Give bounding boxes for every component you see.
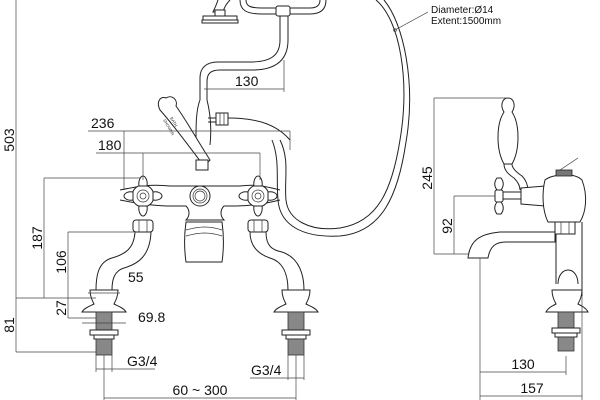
dim-valve-height: 187	[29, 226, 45, 250]
dim-leg-width: 55	[128, 269, 144, 285]
dim-thread-right: G3/4	[251, 362, 282, 378]
dim-spout-reach: 130	[511, 356, 535, 372]
hose-diameter-note: Diameter:Ø14	[431, 5, 494, 16]
side-dimensions: 245 92 130 157	[419, 97, 583, 400]
diverter-handle: SHOWER BATH	[157, 96, 211, 171]
dim-spout-height: 92	[439, 218, 455, 234]
dim-centers-range: 60 ~ 300	[173, 382, 228, 398]
dim-base-height: 27	[53, 300, 69, 316]
mixer-body	[119, 184, 281, 263]
front-view: SHOWER BATH	[1, 0, 501, 400]
dim-overall-height: 503	[1, 128, 17, 152]
svg-text:BATH: BATH	[169, 116, 179, 128]
dim-handle-span: 236	[91, 115, 115, 131]
hose-leader-line	[394, 11, 429, 31]
front-dimensions: 503 236 180 130 187 106 5	[1, 0, 305, 400]
shower-hose	[271, 0, 411, 237]
dim-valve-centers: 180	[98, 137, 122, 153]
right-tap	[238, 175, 278, 233]
dim-hose-offset: 130	[235, 73, 259, 89]
shower-head	[201, 0, 239, 24]
dim-leg-height: 106	[53, 250, 69, 274]
left-leg	[81, 231, 152, 356]
dim-side-total-height: 245	[419, 166, 435, 190]
left-tap	[123, 175, 163, 233]
dim-base-flange: 69.8	[138, 309, 165, 325]
hose-extent-note: Extent:1500mm	[431, 16, 501, 27]
dim-thread-left: G3/4	[127, 353, 158, 369]
riser-pipe	[195, 16, 291, 146]
right-leg	[249, 231, 319, 356]
dim-below-deck: 81	[1, 317, 17, 333]
shower-cradle	[239, 0, 327, 17]
side-view: 245 92 130 157	[419, 97, 589, 400]
dim-overall-depth: 157	[520, 380, 544, 396]
